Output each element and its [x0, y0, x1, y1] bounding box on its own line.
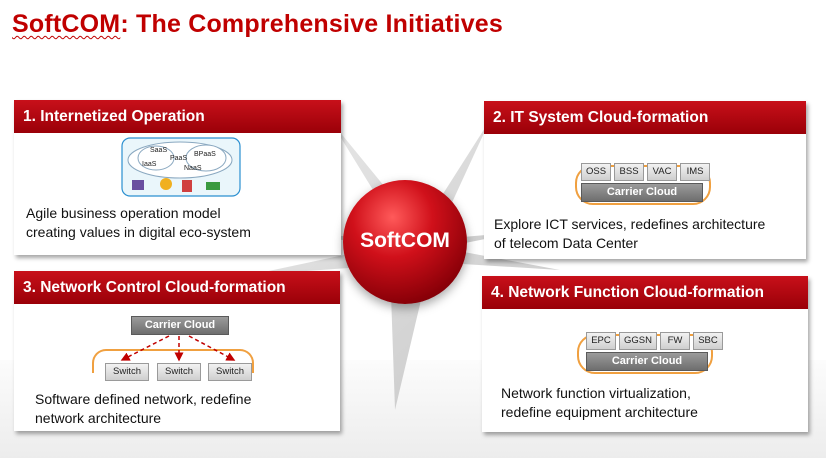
- cloud-term-naas: NaaS: [184, 165, 202, 172]
- cloud-term-iaas: IaaS: [142, 161, 157, 168]
- panel-description: Explore ICT services, redefines architec…: [494, 216, 766, 251]
- switch-node: Switch: [157, 363, 201, 381]
- chip-fw: FW: [659, 332, 690, 350]
- softcom-sphere: [343, 180, 467, 304]
- cloud-term-paas: PaaS: [170, 155, 187, 162]
- cloud-term-saas: SaaS: [150, 147, 167, 154]
- carrier-cloud-bar: Carrier Cloud: [581, 183, 703, 202]
- panel-network-control-cloud: 3. Network Control Cloud-formation Carri…: [14, 271, 340, 431]
- switch-node: Switch: [208, 363, 252, 381]
- switch-node: Switch: [105, 363, 149, 381]
- chip-bss: BSS: [614, 163, 645, 181]
- title-rest: : The Comprehensive Initiatives: [120, 10, 504, 38]
- panel-heading: 2. IT System Cloud-formation: [484, 101, 806, 134]
- panel-description: Agile business operation model creating …: [26, 205, 251, 240]
- panel-heading: 3. Network Control Cloud-formation: [14, 271, 340, 304]
- chip-vac: VAC: [647, 163, 678, 181]
- panel-network-function-cloud: 4. Network Function Cloud-formation EPC …: [482, 276, 808, 432]
- carrier-cloud-bar: Carrier Cloud: [586, 352, 708, 371]
- panel-heading: 1. Internetized Operation: [14, 100, 341, 133]
- chip-sbc: SBC: [692, 332, 723, 350]
- saas-cloud-illustration: SaaS PaaS BPaaS IaaS NaaS: [121, 137, 241, 197]
- panel-description: Software defined network, redefine netwo…: [35, 391, 252, 426]
- chip-epc: EPC: [586, 332, 616, 350]
- title-brand: SoftCOM: [12, 10, 121, 38]
- carrier-cloud-bar: Carrier Cloud: [131, 316, 229, 335]
- chip-ims: IMS: [680, 163, 711, 181]
- chip-row: OSS BSS VAC IMS: [581, 163, 711, 181]
- panel-description: Network function virtualization, redefin…: [501, 385, 698, 420]
- panel-heading: 4. Network Function Cloud-formation: [482, 276, 808, 309]
- panel-it-system-cloud: 2. IT System Cloud-formation OSS BSS VAC…: [484, 101, 806, 259]
- softcom-center-label: SoftCOM: [360, 229, 450, 252]
- chip-oss: OSS: [581, 163, 612, 181]
- control-arrows: [120, 335, 236, 362]
- panel-internetized-operation: 1. Internetized Operation SaaS PaaS BPaa…: [14, 100, 341, 255]
- page-title: SoftCOM: The Comprehensive Initiatives: [12, 10, 503, 39]
- cloud-term-bpaas: BPaaS: [194, 151, 216, 158]
- chip-row: EPC GGSN FW SBC: [586, 332, 723, 350]
- chip-ggsn: GGSN: [619, 332, 657, 350]
- cloud-outline: [92, 349, 254, 373]
